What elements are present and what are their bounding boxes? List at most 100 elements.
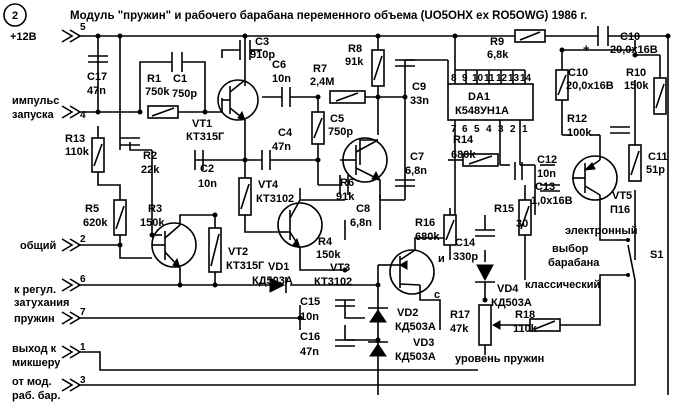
r8-value: 91k — [345, 56, 364, 68]
r10-value: 20,0х16В — [566, 80, 614, 92]
c4-ref: C2 — [200, 163, 214, 175]
r13-value: 51p — [646, 164, 665, 176]
capacitor-c13: C13 1,0х16В — [531, 181, 573, 207]
r6-value: 750p — [328, 126, 353, 138]
c1-ref: C1 — [173, 73, 187, 85]
resistor-r13: C11 51p — [628, 144, 668, 182]
vt6-value: КТ3102 — [314, 276, 352, 288]
terminal-2-label: общий — [20, 240, 56, 252]
vt6-pin-gate: и — [438, 253, 445, 265]
vt3-value: 150k — [316, 249, 341, 261]
r2-ref: R13 — [65, 133, 85, 145]
c4-value: 10n — [198, 178, 217, 190]
capacitor-c12: C12 10n — [514, 154, 557, 180]
transistor-vt1: VT1 КТ315Г — [186, 79, 259, 143]
s1-ref: S1 — [650, 249, 663, 261]
da1-pin-5: 5 — [474, 124, 480, 135]
c10-ref: C10 — [620, 31, 640, 43]
da1-pin-7: 7 — [451, 124, 457, 135]
capacitor-c8: C7 6,8n — [395, 151, 427, 187]
da1-ref: DA1 — [468, 91, 490, 103]
resistor-r4: VT2 КТ315Г — [208, 227, 265, 273]
wires — [78, 35, 669, 395]
vd2-value: КД503А — [395, 321, 436, 333]
capacitor-c9: C9 33n — [395, 59, 429, 107]
terminal-1: выход к микшеру 1 — [12, 342, 86, 369]
r18-ref: R18 — [515, 309, 535, 321]
terminal-1-number: 1 — [80, 342, 86, 353]
junction-dots — [95, 33, 671, 343]
r10-ref: C10 — [568, 67, 588, 79]
r4-ref: VT2 — [228, 246, 248, 258]
c12-ref: C12 — [537, 154, 557, 166]
r16-value: 680k — [415, 231, 440, 243]
c8-ref: C7 — [410, 151, 424, 163]
resistor-r10: C10 20,0х16В — [555, 67, 614, 101]
electronic-label: электронный — [565, 225, 638, 237]
c6-value: 10n — [272, 73, 291, 85]
r3-ref: R5 — [85, 203, 99, 215]
r4-value: КТ315Г — [226, 260, 265, 272]
vd3-ref: VD3 — [413, 337, 434, 349]
vt1-value: КТ315Г — [186, 131, 225, 143]
vt2-ref: R3 — [148, 203, 162, 215]
vt3-ref: R4 — [318, 236, 333, 248]
ic-da1: DA1 К548УН1А 8 9 10 11 12 13 14 7 6 5 4 … — [447, 60, 534, 135]
resistor-r14: R14 680k — [451, 134, 499, 167]
vt6-ref: VT3 — [330, 262, 350, 274]
c7-value: 91k — [336, 191, 355, 203]
c10-value: 20,0х16В — [610, 44, 658, 56]
vt5-ref: VT5 — [612, 190, 632, 202]
r14-ref: R14 — [453, 134, 474, 146]
r17-value: 47k — [450, 323, 469, 335]
r6-ref: C5 — [330, 113, 344, 125]
da1-part: К548УН1А — [455, 105, 509, 117]
capacitor-c3: C3 910p — [239, 36, 275, 61]
r8-ref: R8 — [348, 43, 362, 55]
figure-number: 2 — [3, 3, 27, 27]
resistor-r7: R7 2,4M — [310, 63, 366, 104]
c2-ref: R2 — [143, 150, 157, 162]
r16-ref: R16 — [415, 217, 435, 229]
vd4-value: КД503А — [491, 297, 532, 309]
da1-pin-4: 4 — [486, 124, 492, 135]
r7-value: 2,4M — [310, 76, 334, 88]
resistor-r9: R9 6,8k — [487, 29, 546, 61]
terminal-3-label-2: раб. бар. — [12, 390, 60, 402]
c11-value: 100k — [567, 127, 592, 139]
c14-ref: C14 — [455, 237, 476, 249]
vd1-value: КД503А — [252, 275, 293, 287]
capacitor-c10: + C10 20,0х16В — [583, 26, 658, 56]
capacitor-c16: C16 47n — [300, 331, 355, 358]
c5-ref: C4 — [278, 127, 293, 139]
resistor-r8: R8 91k — [345, 43, 385, 87]
terminal-2-number: 2 — [80, 234, 86, 245]
resistor-r17: R17 47k — [450, 304, 501, 346]
terminal-3: от мод. раб. бар. 3 — [12, 375, 86, 402]
transistor-vt5: VT5 П16 — [572, 155, 632, 216]
r17-ref: R17 — [450, 309, 470, 321]
r1-value: 750k — [145, 86, 170, 98]
da1-bottom-pins: 7 6 5 4 3 2 1 — [451, 124, 528, 135]
c1-value: 750p — [172, 88, 197, 100]
switch-s1: S1 — [615, 238, 663, 281]
svg-text:+: + — [583, 43, 589, 55]
r7-ref: R7 — [313, 63, 327, 75]
transistors: VT1 КТ315Г C8 6,8n R3 150k — [140, 79, 632, 301]
r13-ref: C11 — [648, 151, 668, 163]
transistor-vt4: C8 6,8n — [340, 137, 388, 229]
vd3-value: КД503А — [395, 351, 436, 363]
da1-pin-6: 6 — [462, 124, 468, 135]
transistor-vt2: R3 150k — [140, 203, 197, 269]
da1-pin-8: 8 — [451, 73, 457, 84]
c13-ref: C13 — [535, 181, 555, 193]
annotations: уровень пружин электронный классический … — [455, 225, 638, 365]
terminals: +12В 5 импульс запуска 4 общий 2 к регул… — [10, 22, 86, 402]
vd1-ref: VD1 — [268, 261, 289, 273]
capacitor-c7: R6 91k — [336, 175, 355, 203]
r9-ref: R9 — [490, 36, 504, 48]
terminal-6: к регул. затухания 6 — [14, 274, 86, 309]
capacitor-c5: C4 47n — [261, 127, 293, 170]
c16-value: 47n — [300, 346, 319, 358]
